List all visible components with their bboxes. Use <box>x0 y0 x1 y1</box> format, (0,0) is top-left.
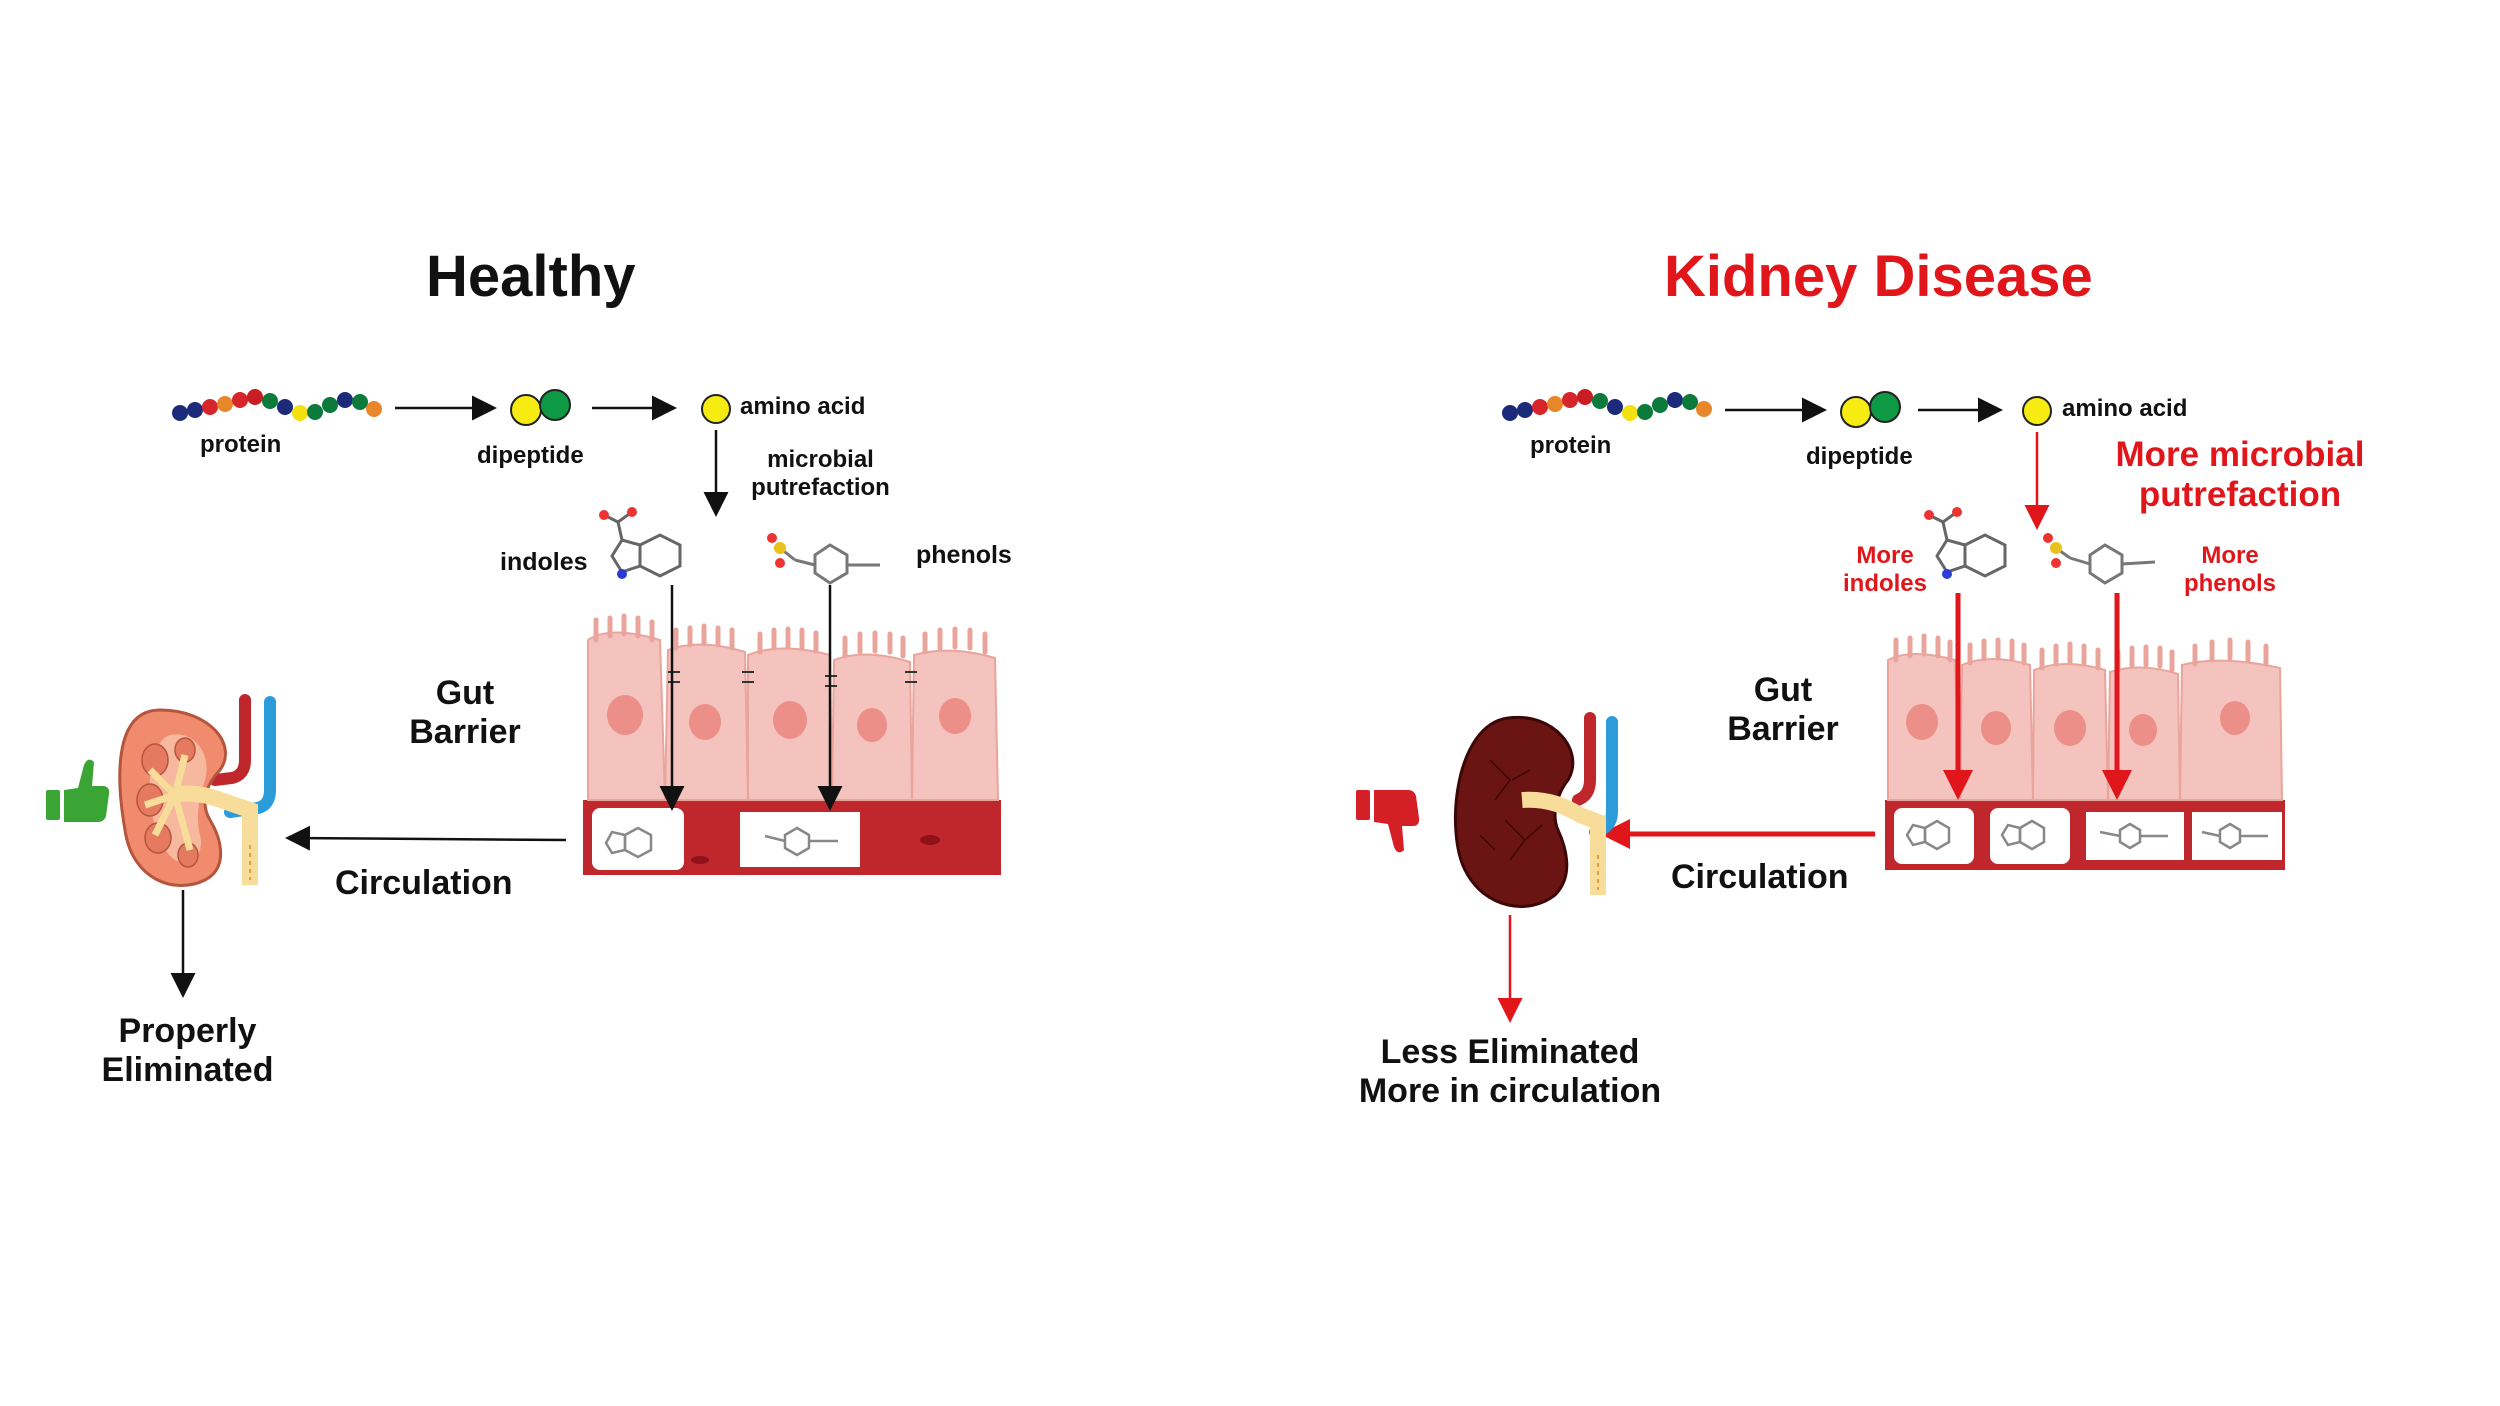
protein-chain-icon <box>1502 389 1712 421</box>
indole-molecule-icon <box>599 507 682 579</box>
gut-barrier-illustration <box>583 613 1001 875</box>
putrefaction-label: More microbial putrefaction <box>2115 435 2365 515</box>
healthy-panel: Healthy protein dipeptide amino acid mic… <box>46 244 1012 1090</box>
thumbs-up-icon <box>46 759 110 822</box>
indoles-label: More indoles <box>1842 542 1927 597</box>
protein-label: protein <box>1530 432 1612 459</box>
circulation-label: Circulation <box>1671 858 1849 896</box>
healthy-diagram <box>46 389 1001 998</box>
outcome-label: Properly Eliminated <box>101 1012 274 1090</box>
panel-title: Healthy <box>426 244 636 309</box>
disease-diagram <box>1356 389 2285 1023</box>
phenols-label: phenols <box>916 541 1012 569</box>
circulation-label: Circulation <box>335 864 513 902</box>
panel-title: Kidney Disease <box>1664 244 2093 309</box>
gut-barrier-label: Gut Barrier <box>1727 671 1839 749</box>
gut-barrier-label: Gut Barrier <box>409 674 521 752</box>
amino-acid-label: amino acid <box>2062 395 2188 422</box>
diseased-kidney-illustration <box>1453 712 1618 908</box>
outcome-label: Less Eliminated More in circulation <box>1358 1033 1662 1111</box>
protein-label: protein <box>200 431 282 458</box>
putrefaction-label: microbial putrefaction <box>751 446 890 501</box>
protein-chain-icon <box>172 389 382 421</box>
amino-acid-icon <box>2022 396 2052 426</box>
healthy-kidney-illustration <box>118 694 276 888</box>
phenols-label: More phenols <box>2183 542 2276 597</box>
indole-molecule-icon <box>1924 507 2007 579</box>
dipeptide-label: dipeptide <box>477 442 584 469</box>
amino-acid-label: amino acid <box>740 393 866 420</box>
kidney-disease-panel: Kidney Disease protein dipeptide amino a… <box>1250 0 2500 1406</box>
dipeptide-icon <box>510 389 571 426</box>
dipeptide-label: dipeptide <box>1806 443 1913 470</box>
thumbs-down-icon <box>1356 790 1420 853</box>
phenol-molecule-icon <box>767 533 880 585</box>
phenol-molecule-icon <box>2043 533 2156 585</box>
gut-barrier-illustration <box>1885 633 2285 870</box>
dipeptide-icon <box>1840 391 1901 428</box>
indoles-label: indoles <box>500 548 588 576</box>
amino-acid-icon <box>701 394 731 424</box>
